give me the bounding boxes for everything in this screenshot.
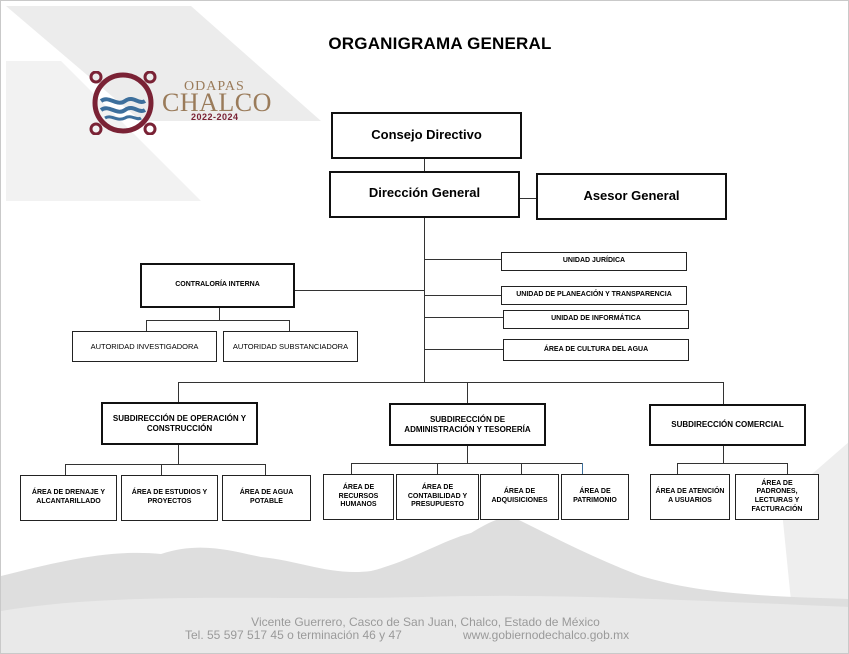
logo-text-chalco: CHALCO [162, 88, 272, 117]
connector [677, 463, 678, 474]
connector [677, 463, 788, 464]
connector [351, 463, 583, 464]
node-area-agua-potable: ÁREA DE AGUA POTABLE [222, 475, 311, 521]
node-unidad-informatica: UNIDAD DE INFORMÁTICA [503, 310, 689, 329]
connector [351, 463, 352, 474]
diagonal-stripe-2 [6, 61, 201, 201]
node-area-estudios: ÁREA DE ESTUDIOS Y PROYECTOS [121, 475, 218, 521]
connector [723, 382, 724, 404]
footer-address: Vicente Guerrero, Casco de San Juan, Cha… [251, 615, 600, 629]
connector [219, 307, 220, 321]
connector [424, 217, 425, 383]
connector [294, 290, 425, 291]
node-autoridad-investigadora: AUTORIDAD INVESTIGADORA [72, 331, 217, 362]
node-area-contabilidad: ÁREA DE CONTABILIDAD Y PRESUPUESTO [396, 474, 479, 520]
diagonal-stripe-1 [6, 6, 321, 121]
diagonal-stripe-3 [781, 442, 848, 601]
node-area-patrimonio: ÁREA DE PATRIMONIO [561, 474, 629, 520]
node-area-recursos-humanos: ÁREA DE RECURSOS HUMANOS [323, 474, 394, 520]
connector [146, 320, 147, 332]
connector [424, 158, 425, 172]
connector [178, 382, 179, 404]
connector [161, 464, 162, 475]
logo-years: 2022-2024 [191, 112, 239, 122]
connector [723, 445, 724, 464]
connector [178, 382, 724, 383]
node-area-cultura-agua: ÁREA DE CULTURA DEL AGUA [503, 339, 689, 361]
node-subdireccion-operacion: SUBDIRECCIÓN DE OPERACIÓN Y CONSTRUCCIÓN [101, 402, 258, 445]
node-autoridad-substanciadora: AUTORIDAD SUBSTANCIADORA [223, 331, 358, 362]
connector [424, 317, 504, 318]
connector [265, 464, 266, 475]
footer-website: www.gobiernodechalco.gob.mx [463, 628, 630, 642]
footer-phone: Tel. 55 597 517 45 o terminación 46 y 47 [185, 628, 402, 642]
connector [146, 320, 290, 321]
connector [437, 463, 438, 474]
node-unidad-planeacion: UNIDAD DE PLANEACIÓN Y TRANSPARENCIA [501, 286, 687, 305]
connector [65, 464, 266, 465]
node-contraloria-interna: CONTRALORÍA INTERNA [140, 263, 295, 308]
connector [787, 463, 788, 474]
connector [65, 464, 66, 475]
connector [424, 295, 502, 296]
connector [582, 463, 583, 474]
connector [519, 198, 537, 199]
node-direccion-general: Dirección General [329, 171, 520, 218]
connector [178, 444, 179, 464]
connector [467, 445, 468, 464]
odapas-logo: ODAPAS CHALCO 2022-2024 [87, 71, 287, 135]
node-area-adquisiciones: ÁREA DE ADQUISICIONES [480, 474, 559, 520]
node-subdireccion-comercial: SUBDIRECCIÓN COMERCIAL [649, 404, 806, 446]
mountain-base [1, 595, 848, 653]
node-area-drenaje: ÁREA DE DRENAJE Y ALCANTARILLADO [20, 475, 117, 521]
connector [521, 463, 522, 474]
connector [467, 382, 468, 404]
connector [424, 349, 504, 350]
node-area-atencion-usuarios: ÁREA DE ATENCIÓN A USUARIOS [650, 474, 730, 520]
node-consejo-directivo: Consejo Directivo [331, 112, 522, 159]
node-asesor-general: Asesor General [536, 173, 727, 220]
node-unidad-juridica: UNIDAD JURÍDICA [501, 252, 687, 271]
connector [289, 320, 290, 332]
node-subdireccion-administracion: SUBDIRECCIÓN DE ADMINISTRACIÓN Y TESORER… [389, 403, 546, 446]
node-area-padrones: ÁREA DE PADRONES, LECTURAS Y FACTURACIÓN [735, 474, 819, 520]
connector [424, 259, 502, 260]
logo-emblem-icon [89, 71, 157, 135]
logo-text-odapas: ODAPAS [184, 79, 245, 94]
chart-title: ORGANIGRAMA GENERAL [328, 34, 552, 53]
